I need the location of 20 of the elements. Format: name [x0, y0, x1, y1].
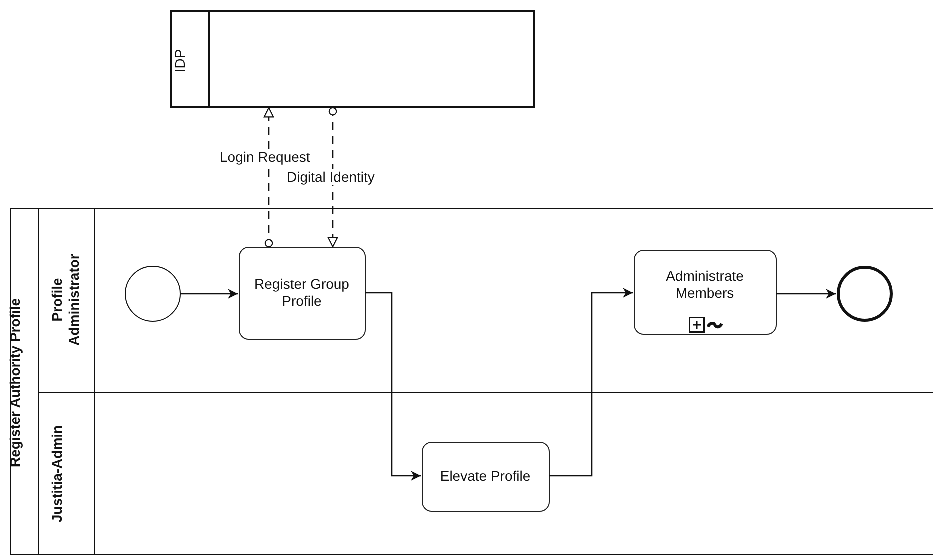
edge-label: Login Request	[220, 149, 310, 165]
pool	[170, 10, 535, 108]
task-box	[238, 246, 366, 340]
sequence-flow-arrow	[180, 289, 238, 299]
sequence-flow-arrow	[549, 288, 633, 477]
lane-label: Justitia-Admin	[48, 424, 66, 525]
task-label: Administrate Members	[665, 268, 745, 302]
task-box	[422, 442, 550, 512]
task-box	[634, 250, 776, 334]
swimlane	[38, 392, 933, 554]
sequence-flow-arrow	[776, 289, 836, 299]
edge-label: Digital Identity	[287, 169, 375, 185]
task-label: Register Group Profile	[254, 276, 350, 310]
sequence-flow-arrow	[365, 292, 421, 481]
lane-label: Profile Administrator	[48, 252, 82, 348]
pool	[10, 208, 933, 555]
message-flow-arrow	[264, 107, 274, 248]
message-flow-arrow	[328, 107, 338, 248]
pool-label: IDP	[172, 48, 188, 75]
task-label: Elevate Profile	[440, 468, 531, 485]
